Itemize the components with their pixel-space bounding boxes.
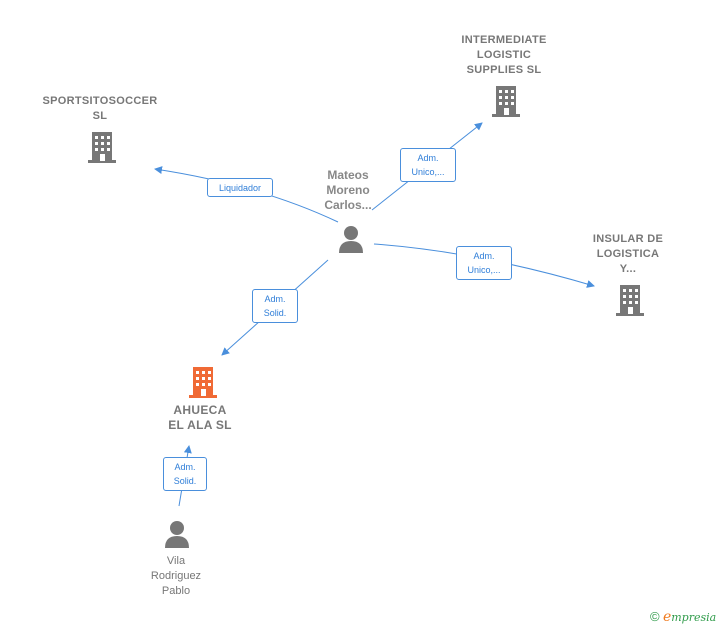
person-icon[interactable] <box>165 521 189 548</box>
building-icon[interactable] <box>490 84 522 118</box>
building-icon[interactable] <box>86 130 118 164</box>
brand-logo-text: mpresia <box>671 611 717 624</box>
edge-label-line: Unico,... <box>411 167 445 177</box>
copyright-icon: © <box>650 609 660 624</box>
node-label-insular[interactable]: INSULAR DE LOGISTICA Y... <box>576 232 680 277</box>
node-label-line: SL <box>92 110 108 122</box>
edge-label-line: Adm. <box>174 462 196 472</box>
edge-label-adm-solid-vila[interactable]: Adm. Solid. <box>163 457 207 491</box>
edge-label-line: Solid. <box>263 308 287 318</box>
node-label-vila[interactable]: Vila Rodriguez Pablo <box>136 554 216 599</box>
node-label-line: Vila <box>166 555 186 567</box>
node-label-sportsitosoccer[interactable]: SPORTSITOSOCCER SL <box>20 94 180 124</box>
edge-label-adm-unico-insular[interactable]: Adm. Unico,... <box>456 246 512 280</box>
node-label-line: INSULAR DE <box>592 233 664 245</box>
edge-label-line: Unico,... <box>467 265 501 275</box>
edge-label-adm-unico-intermediate[interactable]: Adm. Unico,... <box>400 148 456 182</box>
node-label-line: Mateos <box>327 168 369 182</box>
node-label-line: SUPPLIES SL <box>466 64 542 76</box>
brand-logo-initial: e <box>662 609 672 625</box>
building-icon[interactable] <box>614 283 646 317</box>
node-label-mateos[interactable]: Mateos Moreno Carlos... <box>308 168 388 213</box>
node-label-line: Moreno <box>326 183 370 197</box>
edge-label-line: Adm. <box>264 294 286 304</box>
node-label-line: LOGISTIC <box>476 49 532 61</box>
building-icon-highlighted[interactable] <box>187 365 219 399</box>
edge-label-line: Adm. <box>473 251 495 261</box>
node-label-line: SPORTSITOSOCCER <box>42 95 158 107</box>
node-label-line: AHUECA <box>173 403 227 417</box>
person-icon[interactable] <box>339 226 363 253</box>
node-label-line: Rodriguez <box>150 570 202 582</box>
node-label-line: LOGISTICA <box>596 248 660 260</box>
node-label-line: INTERMEDIATE <box>461 34 547 46</box>
node-label-ahueca[interactable]: AHUECA EL ALA SL <box>150 403 250 433</box>
edge-label-line: Adm. <box>417 153 439 163</box>
node-label-line: Pablo <box>161 585 191 597</box>
node-label-line: EL ALA SL <box>168 418 232 432</box>
edge-label-liquidador[interactable]: Liquidador <box>207 178 273 197</box>
node-label-intermediate[interactable]: INTERMEDIATE LOGISTIC SUPPLIES SL <box>434 33 574 78</box>
node-label-line: Y... <box>619 263 637 275</box>
edge-label-line: Liquidador <box>218 183 262 193</box>
footer-brand: © empresia <box>650 609 716 625</box>
edge-label-adm-solid-ahueca[interactable]: Adm. Solid. <box>252 289 298 323</box>
node-label-line: Carlos... <box>324 198 372 212</box>
edge-label-line: Solid. <box>173 476 197 486</box>
